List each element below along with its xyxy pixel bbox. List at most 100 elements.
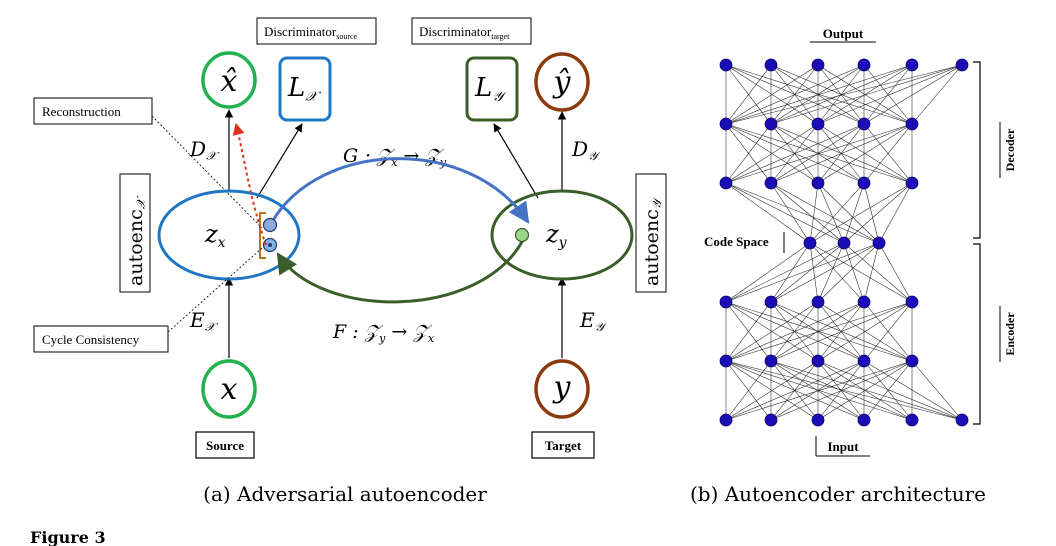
network-edge (809, 242, 865, 303)
network-node (955, 58, 969, 72)
g-mapping-label: G : 𝒵x → 𝒵y (343, 145, 447, 169)
svg-text:Source: Source (206, 438, 244, 453)
caption-b: (b) Autoencoder architecture (690, 482, 986, 506)
network-edge (770, 182, 845, 244)
source-label: Source (195, 431, 255, 459)
discriminator-x-arrow (256, 123, 303, 199)
network-edge (911, 360, 963, 421)
network-node (719, 176, 733, 190)
network-edge (770, 301, 913, 362)
f-mapping-label: F : 𝒵y → 𝒵x (332, 321, 435, 345)
network-node (955, 413, 969, 427)
loss-y-box: L𝒴 (465, 56, 519, 122)
latent-y-ellipse (490, 189, 634, 281)
svg-text:Input: Input (827, 439, 859, 454)
network-node (764, 176, 778, 190)
network-edge (770, 360, 913, 421)
network-edge (725, 242, 845, 303)
network-node (872, 236, 886, 250)
network-edge (863, 64, 963, 125)
caption-a: (a) Adversarial autoencoder (203, 482, 487, 506)
network-node (905, 413, 919, 427)
network-edge (843, 242, 913, 303)
network-node (764, 413, 778, 427)
network-edge (809, 182, 865, 244)
svg-text:x̂: x̂ (221, 64, 238, 99)
autoencoder-architecture-diagram: Output Input Code Space Decoder Encoder … (690, 26, 1017, 506)
network-edge (817, 182, 880, 244)
network-edge (863, 64, 913, 125)
adversarial-autoencoder-diagram: Discriminatorsource Discriminatortarget … (33, 17, 667, 506)
network-edge (863, 360, 913, 421)
g-mapping-arrow (270, 157, 530, 224)
network-edge (725, 360, 913, 421)
network-edge (770, 360, 963, 421)
network-edge (817, 64, 913, 125)
svg-text:Reconstruction: Reconstruction (42, 104, 121, 119)
network-edge (725, 301, 865, 362)
network-edge (809, 242, 819, 303)
network-edge (817, 360, 913, 421)
network-edge (770, 360, 865, 421)
network-edge (725, 360, 865, 421)
latent-pair-bracket (259, 212, 278, 259)
network-node (764, 295, 778, 309)
svg-text:autoenc𝒴: autoenc𝒴 (641, 196, 664, 286)
svg-text:Encoder: Encoder (1003, 312, 1017, 356)
network-node (857, 117, 871, 131)
network-edge (817, 182, 845, 244)
svg-text:Target: Target (545, 438, 582, 453)
y-hat-node: ŷ (534, 52, 590, 112)
network-edge (878, 242, 913, 303)
network-edge (770, 182, 811, 244)
network-node (905, 354, 919, 368)
network-edge (817, 242, 880, 303)
network-node (719, 117, 733, 131)
network-node (857, 354, 871, 368)
network-edge (725, 242, 880, 303)
target-label: Target (531, 431, 595, 459)
network-edge (817, 301, 913, 362)
encoder-y-label: E𝒴 (579, 308, 608, 334)
network-node (905, 295, 919, 309)
autoenc-y-label: autoenc𝒴 (635, 173, 667, 293)
network-edge (725, 301, 772, 362)
network-nodes (719, 58, 969, 427)
svg-text:Output: Output (823, 26, 864, 41)
network-node (811, 176, 825, 190)
network-node (857, 413, 871, 427)
network-edge (725, 242, 811, 303)
network-edge (878, 182, 913, 244)
network-edge (809, 242, 913, 303)
network-edge (817, 123, 913, 184)
network-node (764, 58, 778, 72)
network-edge (725, 301, 913, 362)
svg-text:ŷ: ŷ (552, 65, 572, 100)
decoder-y-label: D𝒴 (571, 137, 601, 163)
network-edge (843, 182, 865, 244)
network-edges (725, 64, 963, 421)
z-x-label: zx (204, 220, 226, 251)
svg-text:Discriminatortarget: Discriminatortarget (419, 24, 510, 41)
network-edge (817, 64, 963, 125)
network-edge (725, 64, 963, 125)
code-space-label: Code Space (704, 232, 785, 253)
network-node (837, 236, 851, 250)
network-edge (725, 123, 819, 184)
svg-text:L𝒳: L𝒳 (287, 73, 321, 105)
discriminator-target-label: Discriminatortarget (411, 17, 532, 45)
network-edge (770, 64, 913, 125)
network-node (905, 58, 919, 72)
autoenc-x-label: autoenc𝒳 (119, 173, 151, 293)
network-node (905, 117, 919, 131)
latent-y-point (514, 227, 530, 243)
network-edge (770, 64, 963, 125)
figure-label: Figure 3 (30, 528, 106, 546)
y-input-node: y (534, 359, 590, 419)
network-edge (725, 301, 819, 362)
network-edge (725, 64, 913, 125)
network-edge (817, 242, 845, 303)
network-edge (770, 242, 811, 303)
output-label: Output (810, 26, 876, 43)
